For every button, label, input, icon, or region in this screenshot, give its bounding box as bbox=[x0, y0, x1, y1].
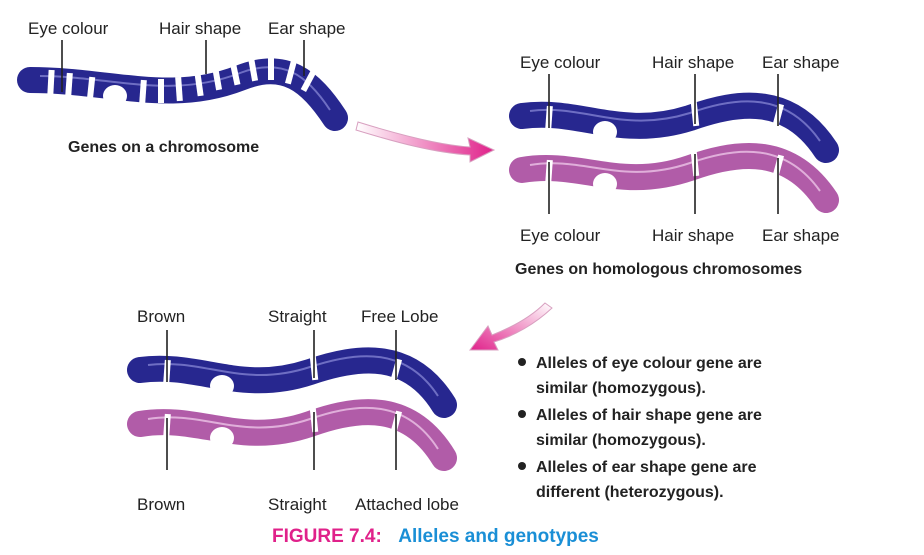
panel-alleles: Brown Straight Free Lobe Brown Straight … bbox=[127, 307, 459, 514]
chromosome-blue bbox=[509, 92, 839, 163]
label-straight: Straight bbox=[268, 307, 327, 326]
bullet-line: Alleles of hair shape gene are bbox=[536, 407, 762, 424]
bullet-line: Alleles of ear shape gene are bbox=[536, 459, 757, 476]
label-hair-shape: Hair shape bbox=[652, 53, 734, 72]
centromere bbox=[103, 85, 127, 107]
chromosome-highlight bbox=[147, 406, 439, 450]
caption-genes-on-homologous: Genes on homologous chromosomes bbox=[515, 261, 802, 278]
label-hair-shape: Hair shape bbox=[159, 19, 241, 38]
figure-caption: FIGURE 7.4: Alleles and genotypes bbox=[272, 526, 599, 547]
centromere bbox=[210, 375, 234, 397]
arrow-to-alleles bbox=[469, 302, 553, 351]
arrow-to-homologous bbox=[355, 121, 496, 163]
bullet-dot bbox=[518, 462, 526, 470]
label-brown: Brown bbox=[137, 495, 185, 514]
chromosome-highlight bbox=[529, 150, 821, 192]
chromosome-pink bbox=[127, 399, 457, 471]
panel-single-chromosome: Eye colour Hair shape Ear shape Genes on… bbox=[17, 19, 348, 156]
figure-title: Alleles and genotypes bbox=[398, 526, 599, 547]
centromere bbox=[593, 121, 617, 143]
bullet-dot bbox=[518, 410, 526, 418]
chromosome-highlight bbox=[529, 100, 821, 142]
chromosome-pink bbox=[509, 142, 839, 213]
label-eye-colour: Eye colour bbox=[520, 53, 601, 72]
label-free-lobe: Free Lobe bbox=[361, 307, 439, 326]
label-attached-lobe: Attached lobe bbox=[355, 495, 459, 514]
centromere bbox=[210, 427, 234, 449]
chromosome-highlight bbox=[147, 355, 439, 397]
bullet-line: similar (homozygous). bbox=[536, 432, 706, 449]
centromere bbox=[593, 173, 617, 195]
bullet-list: Alleles of eye colour gene are similar (… bbox=[518, 355, 762, 501]
label-ear-shape: Ear shape bbox=[268, 19, 346, 38]
chromosome-blue bbox=[127, 347, 457, 418]
label-eye-colour: Eye colour bbox=[28, 19, 109, 38]
label-ear-shape: Ear shape bbox=[762, 226, 840, 245]
label-eye-colour: Eye colour bbox=[520, 226, 601, 245]
label-brown: Brown bbox=[137, 307, 185, 326]
label-hair-shape: Hair shape bbox=[652, 226, 734, 245]
label-straight: Straight bbox=[268, 495, 327, 514]
gene-bands bbox=[47, 56, 318, 105]
label-ear-shape: Ear shape bbox=[762, 53, 840, 72]
bullet-line: Alleles of eye colour gene are bbox=[536, 355, 762, 372]
bullet-line: similar (homozygous). bbox=[536, 380, 706, 397]
bullet-dot bbox=[518, 358, 526, 366]
panel-homologous: Eye colour Hair shape Ear shape Eye colo… bbox=[509, 53, 840, 278]
caption-genes-on-chromosome: Genes on a chromosome bbox=[68, 139, 259, 156]
figure-number: FIGURE 7.4: bbox=[272, 526, 382, 547]
bullet-line: different (heterozygous). bbox=[536, 484, 724, 501]
